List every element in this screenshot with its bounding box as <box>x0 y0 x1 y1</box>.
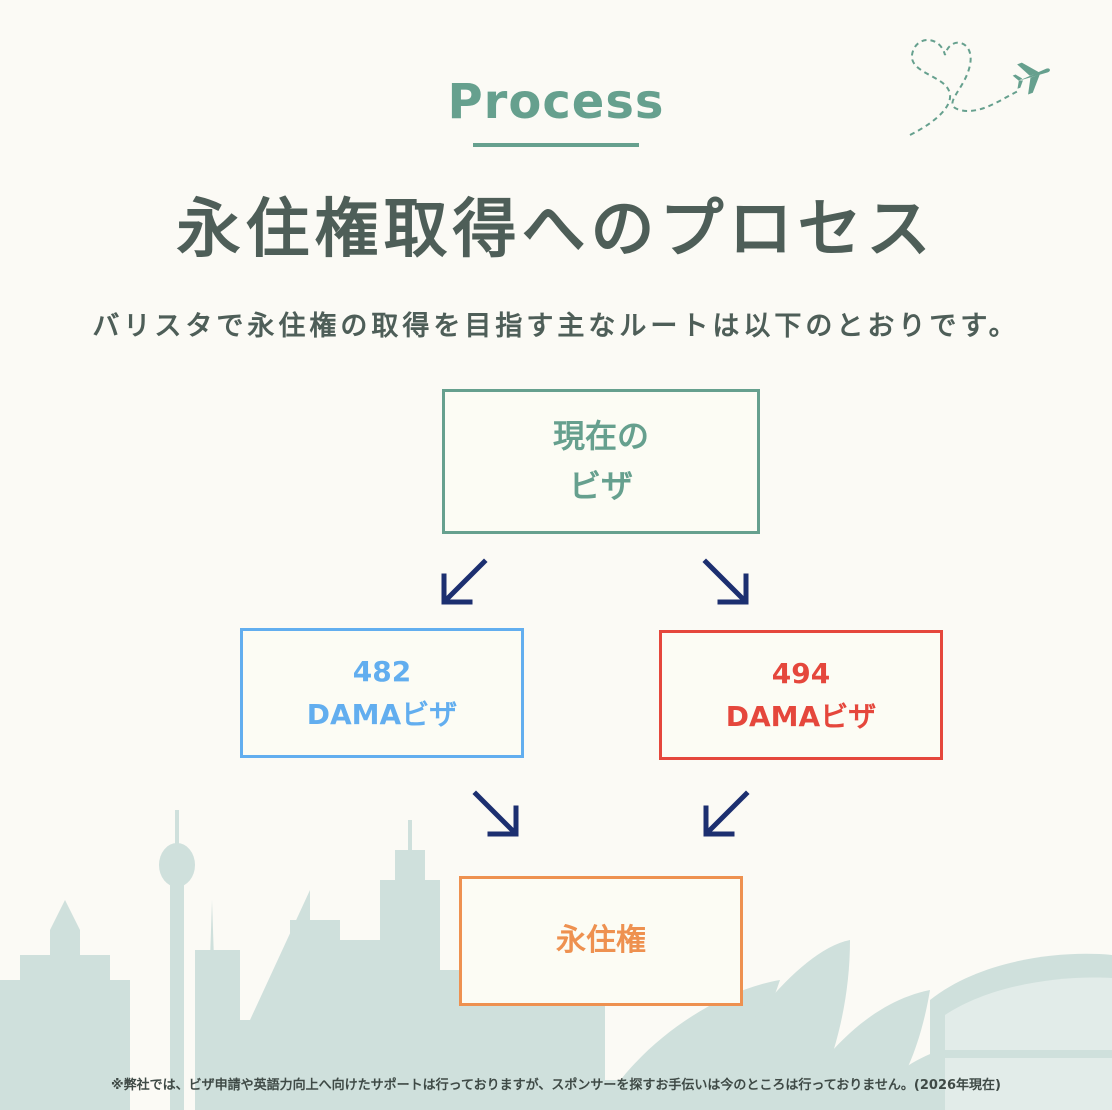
arrow-down-right-icon <box>472 790 519 837</box>
visa-494-number: 494 <box>771 656 831 690</box>
intro-text: バリスタで永住権の取得を目指す主なルートは以下のとおりです。 <box>92 311 1020 342</box>
arrow-down-left-icon <box>703 790 750 837</box>
arrow-down-right-icon <box>702 558 749 605</box>
sydney-skyline-illustration <box>0 810 1112 1110</box>
page-title: 永住権取得へのプロセス <box>176 193 936 267</box>
visa-482-label: DAMAビザ <box>306 698 458 731</box>
current-visa-line2: ビザ <box>568 466 633 505</box>
visa-494-box: 494 DAMAビザ <box>659 630 943 760</box>
visa-494-label: DAMAビザ <box>725 700 877 733</box>
current-visa-box: 現在の ビザ <box>442 389 760 534</box>
permanent-residency-box: 永住権 <box>459 876 743 1006</box>
section-heading-english: Process <box>447 74 665 130</box>
permanent-residency-label: 永住権 <box>556 922 646 958</box>
heading-underline <box>473 143 639 147</box>
airplane-icon <box>909 39 1050 136</box>
current-visa-line1: 現在の <box>552 416 649 455</box>
visa-482-box: 482 DAMAビザ <box>240 628 524 758</box>
footnote: ※弊社では、ビザ申請や英語力向上へ向けたサポートは行っておりますが、スポンサーを… <box>111 1078 1001 1093</box>
arrow-down-left-icon <box>441 558 488 605</box>
visa-482-number: 482 <box>352 654 412 688</box>
